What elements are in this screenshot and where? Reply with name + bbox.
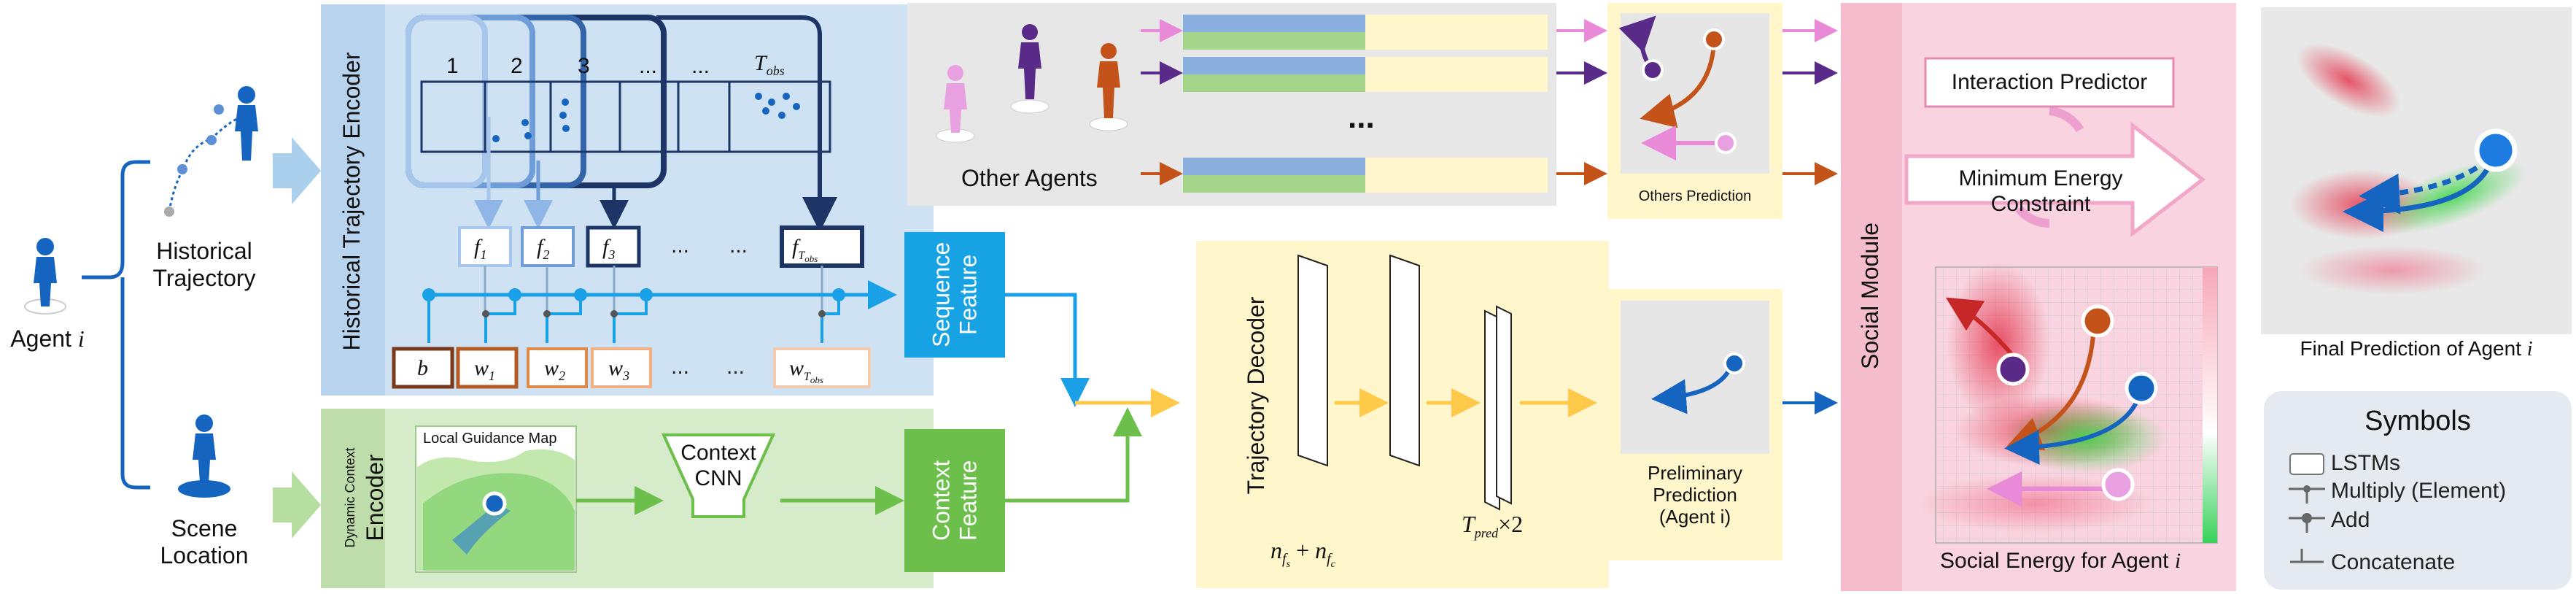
weight-ellipsis-1: ...	[671, 355, 690, 379]
historical-trajectory-icon	[164, 86, 258, 217]
encoder-title: Historical Trajectory Encoder	[338, 52, 365, 351]
context-title-strip	[321, 409, 385, 588]
symbol-add: Add	[2331, 508, 2370, 532]
weight-b: b	[417, 356, 428, 380]
input-arrow-traj	[273, 137, 321, 204]
timestep-3: 3	[578, 54, 590, 78]
encoder-title-strip	[321, 4, 385, 396]
feature-ellipsis-1: ...	[671, 234, 690, 258]
weight-w1: w1	[474, 356, 496, 383]
timestep-tobs: Tobs	[754, 51, 785, 78]
symbols-panel	[2264, 391, 2572, 590]
decoder-nfs-nfc: nfs + nfc	[1270, 537, 1335, 571]
symbol-concatenate: Concatenate	[2331, 550, 2456, 574]
local-guidance-map-label: Local Guidance Map	[423, 431, 557, 447]
weight-wtobs: wTobs	[789, 356, 823, 386]
others-ellipsis: ...	[1348, 99, 1375, 135]
context-encoder-title-small: Dynamic Context	[343, 447, 357, 548]
other-agent-orange	[1089, 43, 1128, 131]
symbols-title: Symbols	[2364, 406, 2471, 436]
other-agent-strips	[1141, 15, 1548, 193]
scene-location-icon	[178, 414, 230, 498]
decoder-title: Trajectory Decoder	[1243, 296, 1269, 495]
input-bracket	[82, 160, 150, 490]
other-agent-pink	[936, 65, 975, 143]
agent-icon	[24, 238, 66, 315]
feature-f3: f3	[602, 235, 616, 262]
context-encoder-title: Encoder	[362, 454, 388, 541]
feature-ellipsis-2: ...	[729, 234, 748, 258]
weight-w3: w3	[608, 356, 630, 383]
timestep-1: 1	[446, 54, 459, 78]
social-module-title: Social Module	[1857, 223, 1883, 369]
input-arrow-scene	[273, 471, 321, 539]
social-title-strip	[1841, 3, 1902, 591]
other-agent-purple	[1010, 24, 1050, 114]
interaction-predictor-label: Interaction Predictor	[1951, 70, 2148, 94]
feature-f1: f1	[474, 235, 487, 262]
minimum-energy-constraint-label: Minimum Energy Constraint	[1958, 166, 2123, 216]
symbol-multiply: Multiply (Element)	[2331, 479, 2507, 503]
final-prediction-label: Final Prediction of Agent i	[2300, 337, 2533, 360]
agent-label: Agent i	[10, 325, 85, 352]
timestep-ellipsis-2: ...	[691, 54, 710, 78]
feature-ftobs: fTobs	[792, 235, 818, 265]
decoder-tpred: Tpred×2	[1462, 511, 1524, 541]
timestep-2: 2	[511, 54, 523, 78]
social-energy-label: Social Energy for Agent i	[1940, 549, 2181, 573]
timestep-ellipsis-1: ...	[639, 54, 658, 78]
symbol-lstms: LSTMs	[2331, 451, 2401, 475]
feature-f2: f2	[537, 235, 550, 262]
context-cnn-shape	[661, 433, 776, 518]
weight-w2: w2	[544, 356, 566, 383]
others-prediction-label: Others Prediction	[1638, 188, 1752, 204]
weight-ellipsis-2: ...	[726, 355, 745, 379]
other-agents-label: Other Agents	[961, 165, 1098, 191]
